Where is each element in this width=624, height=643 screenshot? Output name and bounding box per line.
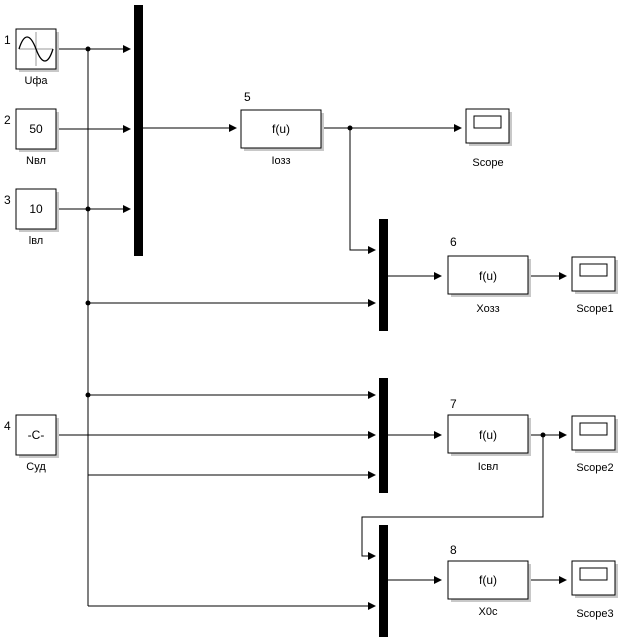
block-port-number: 1 [4, 33, 11, 47]
block-label: Uфа [24, 75, 48, 87]
arrowheads [123, 45, 567, 610]
arrowhead [559, 576, 567, 584]
block-label: Scope2 [576, 462, 613, 474]
scope1-block[interactable]: Scope1 [571, 256, 618, 315]
block-number: 7 [450, 397, 457, 411]
branch-point [85, 300, 91, 306]
block-expression: f(u) [479, 573, 497, 587]
block-value: -C- [28, 428, 45, 442]
arrowhead [454, 124, 462, 132]
block-value: 50 [29, 122, 43, 136]
block-expression: f(u) [272, 122, 290, 136]
signal-fcn5-mux2[interactable] [349, 128, 375, 251]
arrowhead [434, 431, 442, 439]
sine-wave-block[interactable]: 1 Uфа [4, 28, 59, 87]
branch-point [85, 46, 91, 52]
block-port-number: 3 [4, 193, 11, 207]
scope3-block[interactable]: Scope3 [571, 560, 618, 620]
scope-screen-icon [473, 115, 502, 129]
block-label: X0c [479, 606, 498, 618]
arrowhead [368, 431, 376, 439]
signal-lines [56, 48, 566, 607]
block-label: Cуд [26, 461, 46, 473]
branch-point [85, 392, 91, 398]
block-label: Xозз [476, 303, 499, 315]
branch-point [85, 206, 91, 212]
arrowhead [123, 125, 131, 133]
branch-point [540, 432, 546, 438]
fcn-block-8[interactable]: 8 f(u) X0c [447, 543, 531, 618]
arrowhead [123, 45, 131, 53]
arrowhead [559, 272, 567, 280]
block-label: Scope3 [576, 608, 613, 620]
scope-block[interactable]: Scope [465, 108, 512, 169]
block-value: 10 [29, 202, 43, 216]
mux-bar-1[interactable] [134, 5, 143, 256]
branch-points [85, 46, 546, 438]
block-number: 5 [244, 90, 251, 104]
block-label: lвл [29, 235, 43, 247]
block-number: 6 [450, 235, 457, 249]
block-expression: f(u) [479, 269, 497, 283]
block-label: Scope [472, 157, 503, 169]
scope-screen-icon [579, 422, 608, 436]
constant-block-nvl[interactable]: 2 50 Nвл [4, 108, 59, 167]
block-label: Scope1 [576, 303, 613, 315]
mux-bar-4[interactable] [379, 525, 388, 637]
arrowhead [434, 272, 442, 280]
mux-bar-2[interactable] [379, 219, 388, 331]
constant-block-syd[interactable]: 4 -C- Cуд [4, 414, 59, 473]
arrowhead [368, 246, 376, 254]
mux-bar-3[interactable] [379, 378, 388, 493]
arrowhead [434, 576, 442, 584]
block-label: Iозз [271, 155, 290, 167]
arrowhead [368, 552, 376, 560]
branch-point [347, 125, 353, 131]
block-expression: f(u) [479, 428, 497, 442]
block-port-number: 4 [4, 419, 11, 433]
scope-screen-icon [579, 263, 608, 277]
arrowhead [368, 391, 376, 399]
sine-wave-icon [18, 36, 54, 62]
fcn-block-7[interactable]: 7 f(u) Icвл [447, 397, 531, 473]
block-number: 8 [450, 543, 457, 557]
arrowhead [229, 124, 237, 132]
block-port-number: 2 [4, 113, 11, 127]
fcn-block-5[interactable]: 5 f(u) Iозз [240, 90, 324, 167]
arrowhead [368, 602, 376, 610]
block-label: Icвл [478, 461, 499, 473]
signal-fcn7-mux4[interactable] [361, 435, 544, 557]
scope-screen-icon [579, 567, 608, 581]
arrowhead [123, 205, 131, 213]
fcn-block-6[interactable]: 6 f(u) Xозз [447, 235, 531, 315]
arrowhead [368, 471, 376, 479]
arrowhead [559, 431, 567, 439]
scope2-block[interactable]: Scope2 [571, 415, 618, 474]
constant-block-lvl[interactable]: 3 10 lвл [4, 188, 59, 247]
arrowhead [368, 299, 376, 307]
block-label: Nвл [26, 155, 46, 167]
